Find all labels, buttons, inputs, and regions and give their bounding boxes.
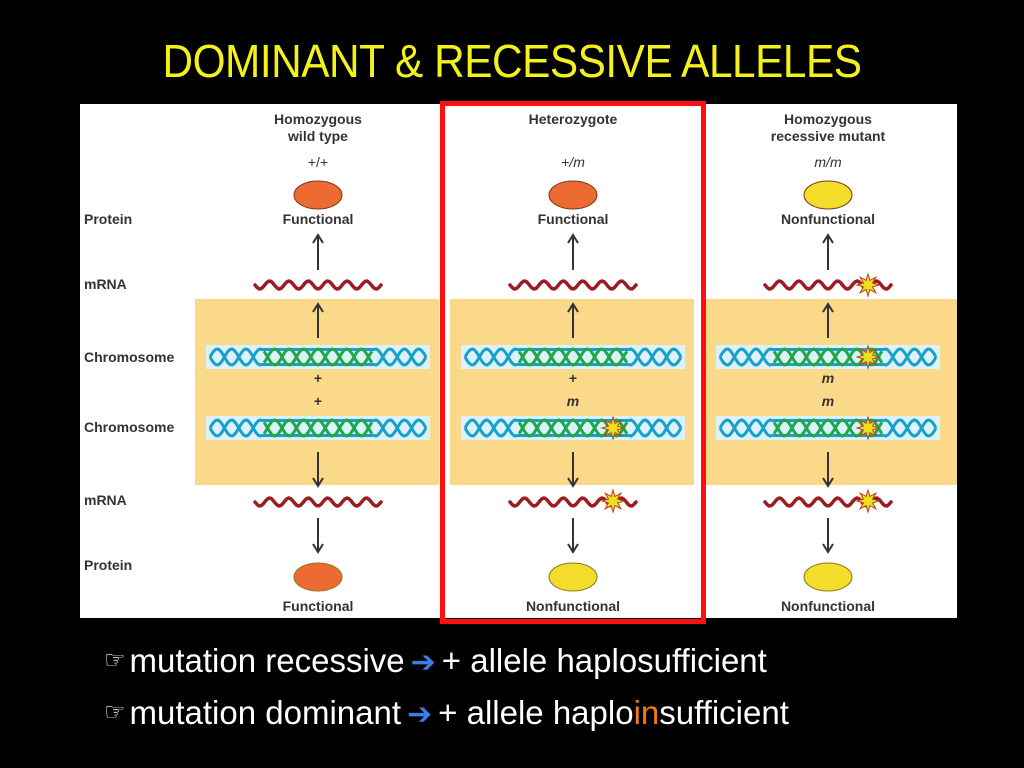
col2-allele-2: m bbox=[567, 393, 579, 409]
dna-strand-gene bbox=[262, 418, 374, 438]
bullet-dominant-result-end: sufficient bbox=[659, 694, 789, 731]
col2-allele-1: + bbox=[569, 370, 577, 386]
col1-allele-1: + bbox=[314, 370, 322, 386]
col1-bottom-mrna bbox=[253, 496, 383, 508]
diagram-figures bbox=[206, 180, 940, 592]
col3-arrow-up-1 bbox=[822, 233, 834, 270]
col1-top-mrna bbox=[253, 279, 383, 291]
col3-bottom-protein-icon bbox=[803, 562, 853, 592]
col2-bottom-protein-icon bbox=[548, 562, 598, 592]
col3-top-mrna-mutation-star-icon bbox=[855, 272, 881, 298]
col1-arrow-down-1 bbox=[312, 452, 324, 488]
slide-title: DOMINANT & RECESSIVE ALLELES bbox=[162, 35, 862, 87]
row-label-chromosome-2: Chromosome bbox=[84, 419, 174, 435]
col3-heading-line1: Homozygous bbox=[784, 111, 872, 127]
row-label-protein-bottom: Protein bbox=[84, 557, 132, 573]
col2-heading-line1: Heterozygote bbox=[529, 111, 618, 127]
arrow-icon: ➔ bbox=[407, 698, 433, 731]
arrow-icon: ➔ bbox=[410, 646, 436, 679]
pointing-hand-icon: ☞ bbox=[104, 698, 126, 726]
chromosome-band-3 bbox=[705, 299, 957, 485]
col3-bottom-mrna-mutation-star-icon bbox=[855, 488, 881, 514]
col3-heading-line2: recessive mutant bbox=[771, 128, 886, 144]
col1-heading-line1: Homozygous bbox=[274, 111, 362, 127]
bullet-recessive: ☞mutation recessive➔+ allele haplosuffic… bbox=[104, 638, 789, 690]
col2-arrow-up-2 bbox=[567, 302, 579, 338]
bullet-dominant-result: + allele haplo bbox=[438, 694, 634, 731]
col3-allele-1: m bbox=[822, 370, 834, 386]
bullet-dominant: ☞mutation dominant➔+ allele haploinsuffi… bbox=[104, 690, 789, 742]
allele-diagram: Protein mRNA Chromosome Chromosome mRNA … bbox=[84, 111, 957, 614]
allele-diagram-panel: Protein mRNA Chromosome Chromosome mRNA … bbox=[80, 104, 957, 618]
chromosome-bands bbox=[195, 299, 957, 485]
col1-allele-2: + bbox=[314, 393, 322, 409]
col3-arrow-up-2 bbox=[822, 302, 834, 338]
col2-chromosome-1 bbox=[461, 345, 685, 369]
col3-arrow-down-2 bbox=[822, 518, 834, 554]
col3-chromosome-1 bbox=[716, 345, 940, 369]
row-label-mrna-top: mRNA bbox=[84, 276, 127, 292]
col3-chromosome-1-mutation-star-icon bbox=[855, 344, 881, 370]
col1-bottom-status: Functional bbox=[283, 598, 354, 614]
col2-arrow-down-2 bbox=[567, 518, 579, 554]
row-labels: Protein mRNA Chromosome Chromosome mRNA … bbox=[84, 211, 174, 573]
bullet-recessive-text: mutation recessive bbox=[129, 642, 405, 679]
col1-heading-line2: wild type bbox=[287, 128, 348, 144]
col2-top-protein-icon bbox=[548, 180, 598, 210]
col3-top-status: Nonfunctional bbox=[781, 211, 875, 227]
col1-top-protein-icon bbox=[293, 180, 343, 210]
col2-genotype: +/m bbox=[561, 154, 585, 170]
bullet-dominant-text: mutation dominant bbox=[129, 694, 402, 731]
pointing-hand-icon: ☞ bbox=[104, 646, 126, 674]
col3-chromosome-2-mutation-star-icon bbox=[855, 415, 881, 441]
col1-arrow-up-1 bbox=[312, 233, 324, 270]
col2-chromosome-mutation-star-icon bbox=[600, 415, 626, 441]
col1-chromosome-1 bbox=[206, 345, 430, 369]
col1-arrow-down-2 bbox=[312, 518, 324, 554]
col3-bottom-status: Nonfunctional bbox=[781, 598, 875, 614]
bullet-list: ☞mutation recessive➔+ allele haplosuffic… bbox=[104, 638, 789, 742]
col2-arrow-up-1 bbox=[567, 233, 579, 270]
col3-allele-2: m bbox=[822, 393, 834, 409]
row-label-protein-top: Protein bbox=[84, 211, 132, 227]
bullet-dominant-highlight: in bbox=[633, 694, 660, 731]
col3-top-protein-icon bbox=[803, 180, 853, 210]
col1-chromosome-2 bbox=[206, 416, 430, 440]
col2-bottom-status: Nonfunctional bbox=[526, 598, 620, 614]
dna-strand-gene bbox=[262, 347, 374, 367]
row-label-chromosome-1: Chromosome bbox=[84, 349, 174, 365]
dna-strand-gene bbox=[517, 347, 629, 367]
col1-genotype: +/+ bbox=[308, 154, 328, 170]
col2-arrow-down-1 bbox=[567, 452, 579, 488]
row-label-mrna-bottom: mRNA bbox=[84, 492, 127, 508]
col2-top-mrna bbox=[508, 279, 638, 291]
col2-mrna-mutation-star-icon bbox=[600, 488, 626, 514]
col3-arrow-down-1 bbox=[822, 452, 834, 488]
col3-chromosome-2 bbox=[716, 416, 940, 440]
bullet-recessive-result: + allele haplosufficient bbox=[441, 642, 767, 679]
heterozygote-highlight-box bbox=[440, 101, 706, 624]
col1-bottom-protein-icon bbox=[293, 562, 343, 592]
col1-top-status: Functional bbox=[283, 211, 354, 227]
col1-arrow-up-2 bbox=[312, 302, 324, 338]
col2-top-status: Functional bbox=[538, 211, 609, 227]
col3-genotype: m/m bbox=[814, 154, 842, 170]
